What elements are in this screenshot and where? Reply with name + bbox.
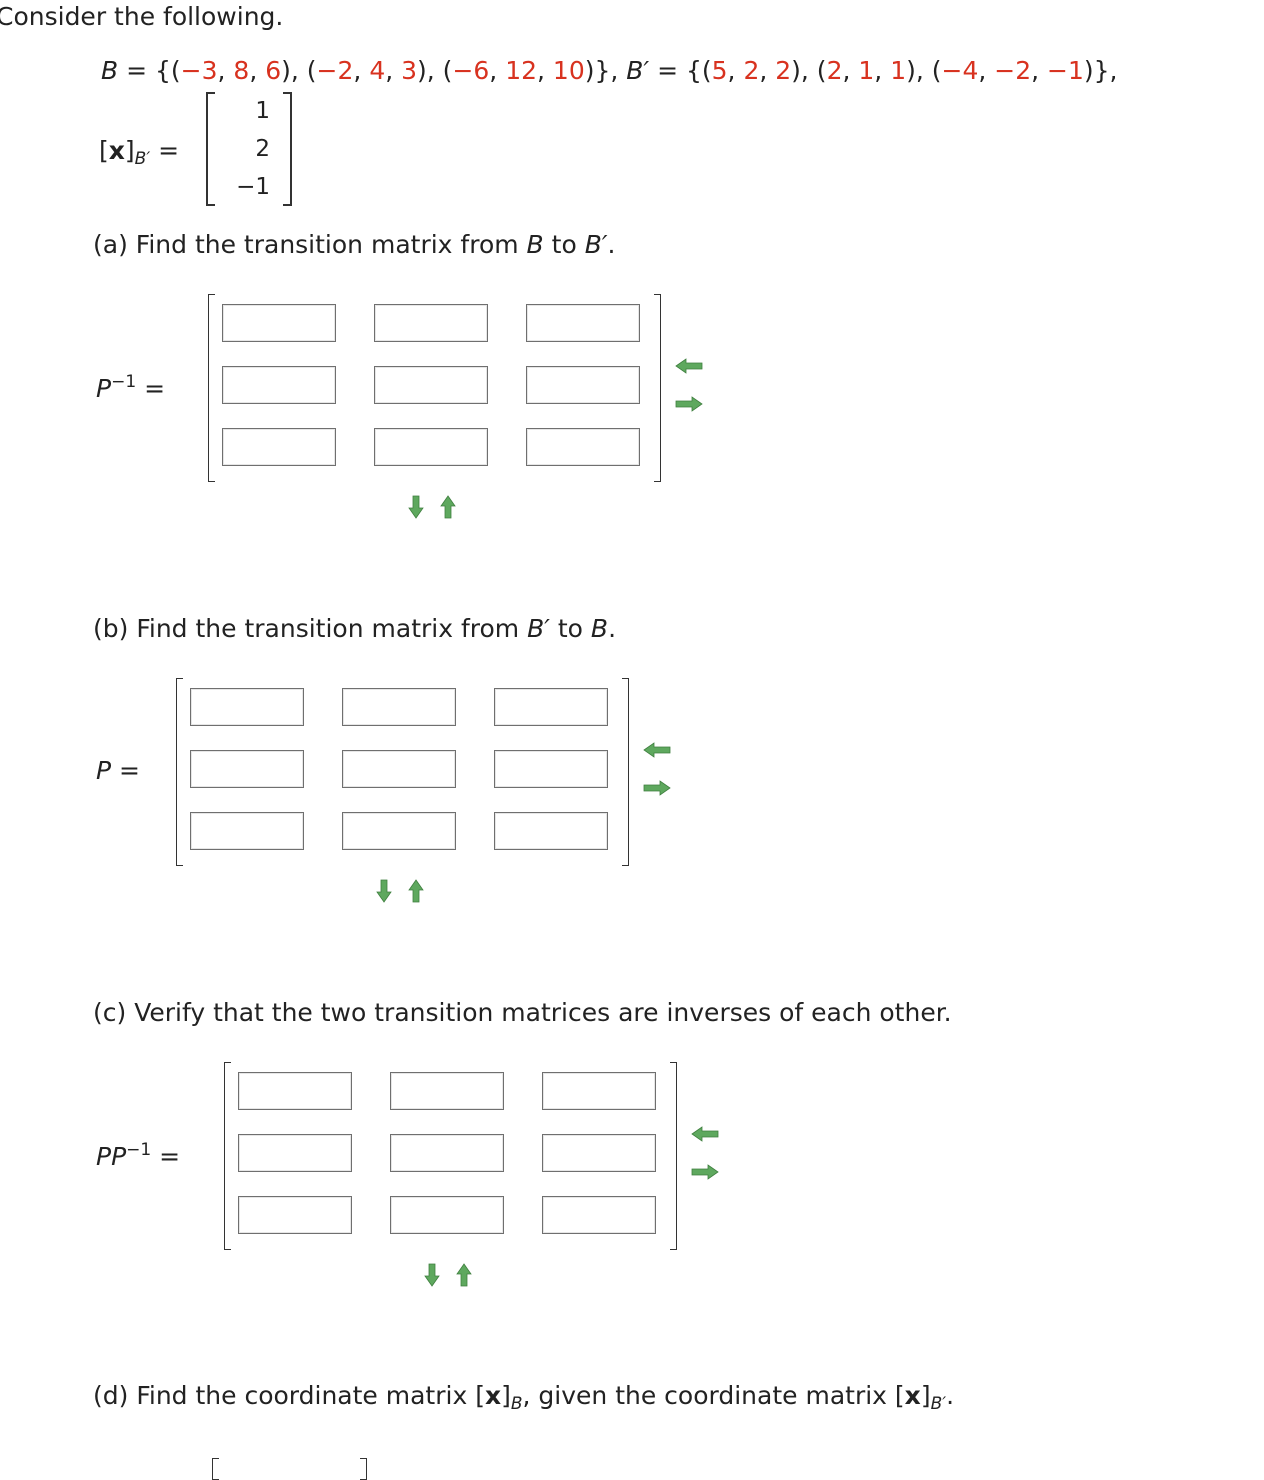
matrix-a-remove-column-arrow-icon[interactable] [674, 358, 704, 374]
intro-text: Consider the following. [0, 2, 284, 31]
part-b-label: (b) Find the transition matrix from B′ t… [93, 614, 617, 643]
matrix-b-add-row-arrow-icon[interactable] [376, 878, 392, 904]
bp-v0-2: 2 [775, 56, 792, 85]
x-value-1: 2 [255, 136, 270, 162]
matrix-b-bracket-right [622, 678, 629, 866]
part-d-label: (d) Find the coordinate matrix [x]B, giv… [93, 1381, 955, 1414]
matrix-c-bracket-right [670, 1062, 677, 1250]
given-sets: B = {(−3, 8, 6), (−2, 4, 3), (−6, 12, 10… [101, 56, 1118, 85]
x-symbol: x [108, 136, 125, 165]
matrix-b-add-column-arrow-icon[interactable] [642, 780, 672, 796]
matrix-a-cell-0-2[interactable] [526, 304, 640, 342]
matrix-c-cell-1-0[interactable] [238, 1134, 352, 1172]
matrix-c-cell-2-0[interactable] [238, 1196, 352, 1234]
b-v2-2: 10 [552, 56, 585, 85]
matrix-c-add-column-arrow-icon[interactable] [690, 1164, 720, 1180]
part-c-lhs: PP−1 = [96, 1140, 181, 1171]
matrix-c-cell-0-1[interactable] [390, 1072, 504, 1110]
bp-label: B′ [626, 56, 650, 85]
matrix-a-bracket-right [654, 294, 661, 482]
matrix-a-cell-2-2[interactable] [526, 428, 640, 466]
b-label: B [101, 56, 119, 85]
bp-v2-2: −1 [1047, 56, 1084, 85]
matrix-b-cell-2-1[interactable] [342, 812, 456, 850]
matrix-c-add-row-arrow-icon[interactable] [424, 1262, 440, 1288]
matrix-a-cell-0-0[interactable] [222, 304, 336, 342]
x-value-0: 1 [255, 98, 270, 124]
matrix-b-cell-1-1[interactable] [342, 750, 456, 788]
matrix-a-cell-1-2[interactable] [526, 366, 640, 404]
x-subscript: B′ [134, 149, 151, 169]
part-b-lhs: P = [96, 756, 140, 785]
bp-v2-1: −2 [994, 56, 1032, 85]
matrix-c-cell-2-1[interactable] [390, 1196, 504, 1234]
matrix-a-cell-0-1[interactable] [374, 304, 488, 342]
bp-v2-0: −4 [941, 56, 979, 85]
b-v0-2: 6 [265, 56, 282, 85]
b-v1-0: −2 [316, 56, 354, 85]
bp-v0-0: 5 [711, 56, 728, 85]
bp-v0-1: 2 [743, 56, 760, 85]
matrix-b-cell-0-0[interactable] [190, 688, 304, 726]
matrix-b-cell-1-2[interactable] [494, 750, 608, 788]
x-value-2: −1 [236, 174, 270, 200]
b-v2-1: 12 [505, 56, 538, 85]
matrix-a-cell-2-0[interactable] [222, 428, 336, 466]
matrix-b-cell-2-0[interactable] [190, 812, 304, 850]
matrix-c-remove-column-arrow-icon[interactable] [690, 1126, 720, 1142]
given-x-vector: 1 2 −1 [206, 92, 292, 206]
matrix-a-bracket-left [208, 294, 215, 482]
matrix-b-remove-row-arrow-icon[interactable] [408, 878, 424, 904]
matrix-a-cell-1-1[interactable] [374, 366, 488, 404]
matrix-c-remove-row-arrow-icon[interactable] [456, 1262, 472, 1288]
part-c-label: (c) Verify that the two transition matri… [93, 998, 952, 1027]
bp-v1-2: 1 [890, 56, 907, 85]
part-d-bracket-right [360, 1458, 367, 1480]
matrix-b-cell-0-1[interactable] [342, 688, 456, 726]
matrix-a-add-column-arrow-icon[interactable] [674, 396, 704, 412]
matrix-b-cell-0-2[interactable] [494, 688, 608, 726]
part-a-label: (a) Find the transition matrix from B to… [93, 230, 616, 259]
bp-v1-0: 2 [826, 56, 843, 85]
matrix-b-cell-1-0[interactable] [190, 750, 304, 788]
b-v1-2: 3 [401, 56, 418, 85]
matrix-c-cell-0-2[interactable] [542, 1072, 656, 1110]
b-v0-0: −3 [180, 56, 218, 85]
bp-v1-1: 1 [858, 56, 875, 85]
matrix-c-cell-0-0[interactable] [238, 1072, 352, 1110]
part-a-lhs: P−1 = [96, 372, 166, 403]
matrix-c-cell-2-2[interactable] [542, 1196, 656, 1234]
matrix-c-cell-1-2[interactable] [542, 1134, 656, 1172]
matrix-c-bracket-left [224, 1062, 231, 1250]
matrix-a-remove-row-arrow-icon[interactable] [440, 494, 456, 520]
matrix-b-bracket-left [176, 678, 183, 866]
b-v0-1: 8 [233, 56, 250, 85]
b-v2-0: −6 [452, 56, 490, 85]
matrix-a-cell-1-0[interactable] [222, 366, 336, 404]
matrix-b-remove-column-arrow-icon[interactable] [642, 742, 672, 758]
part-d-bracket-left [212, 1458, 219, 1480]
matrix-a-add-row-arrow-icon[interactable] [408, 494, 424, 520]
matrix-b-cell-2-2[interactable] [494, 812, 608, 850]
matrix-c-cell-1-1[interactable] [390, 1134, 504, 1172]
matrix-a-cell-2-1[interactable] [374, 428, 488, 466]
x-bp-label: [x]B′ = [99, 136, 180, 169]
b-v1-1: 4 [369, 56, 386, 85]
